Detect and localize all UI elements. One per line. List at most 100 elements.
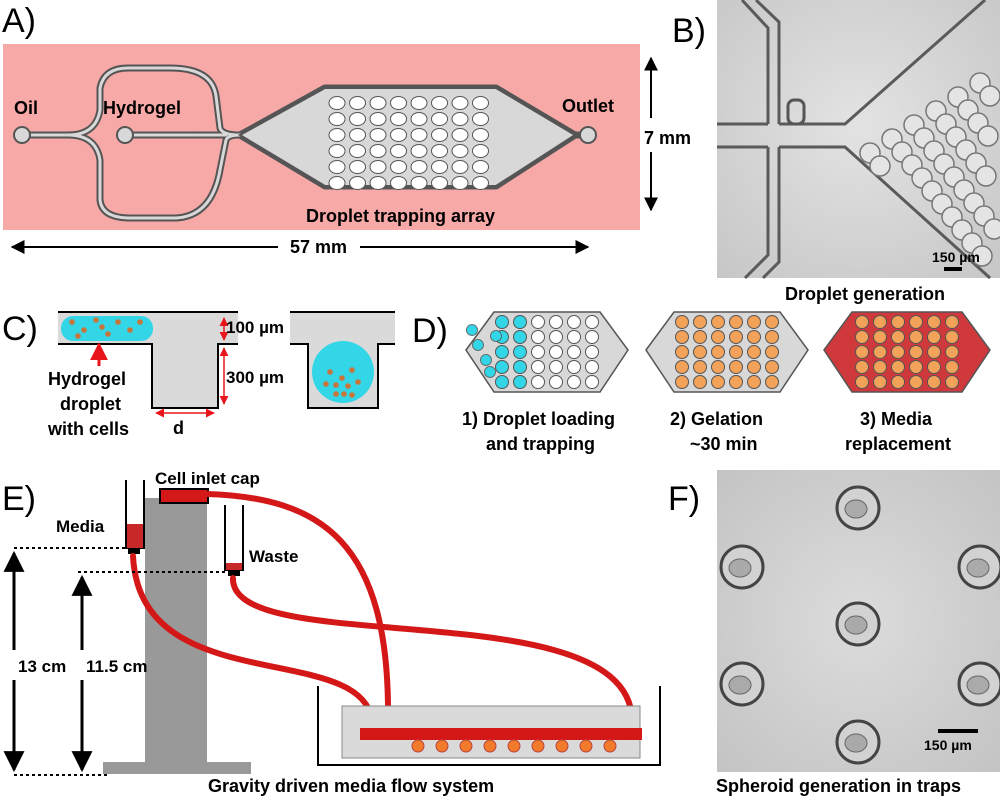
trap	[729, 360, 743, 374]
trap	[585, 330, 599, 344]
oil-label: Oil	[14, 98, 38, 118]
loose-droplet	[466, 324, 478, 336]
trap	[729, 345, 743, 359]
cell	[93, 317, 99, 323]
spheroid	[966, 558, 990, 578]
trap	[513, 315, 527, 329]
trap-well	[328, 176, 346, 190]
trap	[747, 345, 761, 359]
droplet-label-2: droplet	[60, 394, 121, 414]
step1-line2: and trapping	[486, 434, 595, 454]
trapping-chamber	[237, 87, 577, 187]
trap-well	[390, 144, 407, 158]
trap-well	[410, 112, 428, 126]
media-tube	[130, 553, 375, 723]
panel-c-label: C)	[2, 310, 38, 348]
trap	[855, 330, 869, 344]
trap	[675, 375, 689, 389]
loose-droplet	[484, 366, 496, 378]
trap	[909, 360, 923, 374]
trap-well	[369, 96, 387, 110]
trap	[567, 375, 581, 389]
trap	[855, 360, 869, 374]
trap	[765, 345, 779, 359]
step2-line2: ~30 min	[690, 434, 758, 454]
trap	[513, 345, 527, 359]
trap-well	[472, 112, 489, 126]
cell	[339, 375, 345, 381]
cell	[341, 391, 347, 397]
d-chamber-2	[645, 311, 809, 393]
panel-e-label: E)	[2, 480, 36, 518]
waste-connector	[228, 570, 240, 576]
trap-well	[451, 144, 469, 158]
spheroid	[844, 499, 868, 519]
trap-well	[390, 160, 407, 174]
droplet-label-1: Hydrogel	[48, 369, 126, 389]
trap-well	[349, 112, 366, 126]
trap-well	[451, 128, 469, 142]
droplet	[979, 85, 1000, 107]
cell	[349, 367, 355, 373]
cell	[99, 324, 105, 330]
spheroid	[507, 739, 521, 753]
trap-well	[472, 128, 489, 142]
cell	[69, 319, 75, 325]
trap	[531, 330, 545, 344]
trap	[567, 330, 581, 344]
trap	[495, 375, 509, 389]
spheroid	[966, 675, 990, 695]
trap	[891, 330, 905, 344]
trap	[711, 375, 725, 389]
hydrogel-inlet-port	[116, 126, 134, 144]
trap-well	[410, 176, 428, 190]
f-scale-label: 150 µm	[924, 737, 972, 753]
media-liquid	[127, 524, 143, 548]
cell	[115, 319, 121, 325]
trap	[747, 360, 761, 374]
trap	[765, 360, 779, 374]
cell	[127, 327, 133, 333]
cell	[81, 327, 87, 333]
step1-line1: 1) Droplet loading	[462, 409, 615, 429]
device-channel	[360, 728, 642, 740]
forming-droplet	[786, 98, 806, 126]
trap	[495, 345, 509, 359]
e-caption: Gravity driven media flow system	[208, 776, 494, 796]
trap	[585, 345, 599, 359]
trap	[765, 375, 779, 389]
trap	[585, 315, 599, 329]
cell	[333, 391, 339, 397]
trap-well	[390, 112, 407, 126]
trap-well	[349, 144, 366, 158]
cell	[137, 319, 143, 325]
trap-well	[390, 128, 407, 142]
spheroid-traps	[719, 485, 1000, 765]
d-chamber-3	[823, 311, 991, 393]
spheroid	[555, 739, 569, 753]
trap-well	[451, 96, 469, 110]
trap-well	[369, 144, 387, 158]
trap	[711, 330, 725, 344]
trap-well	[410, 160, 428, 174]
trap	[531, 345, 545, 359]
trap	[765, 330, 779, 344]
trap	[585, 360, 599, 374]
spheroid	[728, 675, 752, 695]
trap	[549, 330, 563, 344]
loose-droplet	[480, 354, 492, 366]
cell	[327, 369, 333, 375]
cell-inlet-tube	[205, 491, 392, 723]
spheroid	[603, 739, 617, 753]
trap-well	[472, 144, 489, 158]
trap	[855, 375, 869, 389]
panel-a-label: A)	[2, 2, 36, 40]
outlet-label: Outlet	[562, 96, 614, 116]
trap-well	[328, 112, 346, 126]
trap-well	[431, 160, 448, 174]
waste-label: Waste	[249, 547, 298, 566]
cell-inlet-label: Cell inlet cap	[155, 469, 260, 488]
loose-droplet	[472, 339, 484, 351]
step2-line1: 2) Gelation	[670, 409, 763, 429]
culture-dish	[317, 686, 661, 766]
